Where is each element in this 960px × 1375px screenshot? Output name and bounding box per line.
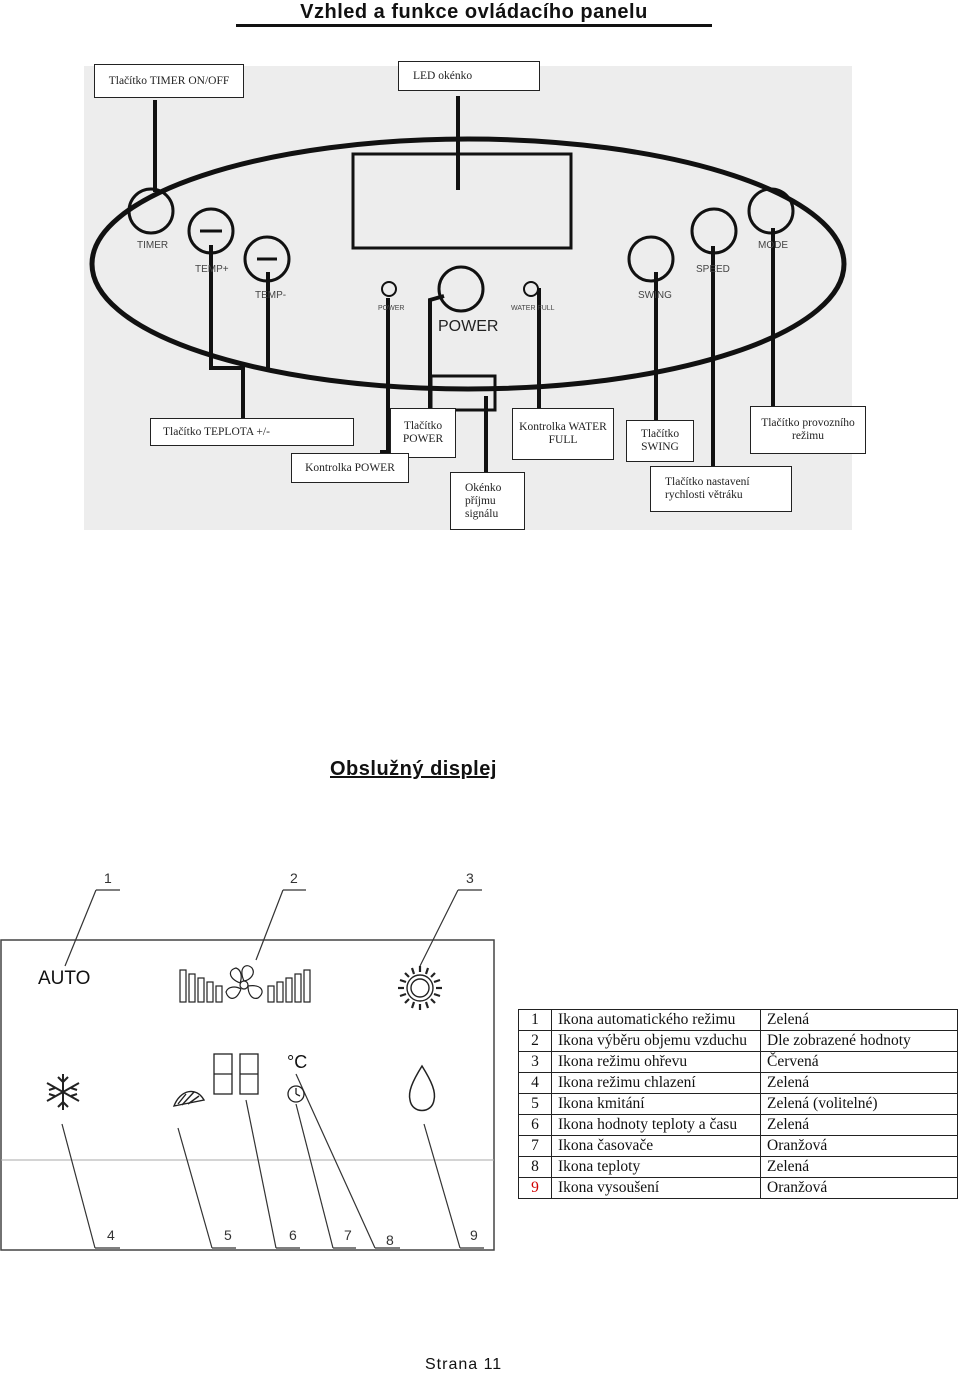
legend-icon-color: Oranžová (760, 1135, 958, 1157)
legend-number: 4 (518, 1072, 552, 1094)
power-button-shape (437, 265, 485, 313)
legend-icon-color: Dle zobrazené hodnoty (760, 1030, 958, 1052)
legend-icon-name: Ikona kmitání (551, 1093, 761, 1115)
callout-number: 4 (107, 1227, 115, 1243)
legend-row: 5 Ikona kmitání Zelená (volitelné) (518, 1093, 958, 1115)
callout-number: 2 (290, 870, 298, 886)
callout-number: 5 (224, 1227, 232, 1243)
legend-row: 2 Ikona výběru objemu vzduchu Dle zobraz… (518, 1030, 958, 1052)
page-title: Vzhled a funkce ovládacího panelu (300, 1, 648, 23)
callout-number: 1 (104, 870, 112, 886)
legend-row: 4 Ikona režimu chlazení Zelená (518, 1072, 958, 1094)
mode-button-shape (747, 187, 795, 235)
swing-button-shape (627, 235, 675, 283)
heat-mode-icon (398, 966, 442, 1010)
legend-row: 3 Ikona režimu ohřevu Červená (518, 1051, 958, 1073)
legend-icon-name: Ikona režimu chlazení (551, 1072, 761, 1094)
swing-button-callout: Tlačítko SWING (626, 420, 694, 462)
temp-buttons-callout: Tlačítko TEPLOTA +/- (150, 418, 354, 446)
power-led-shape (381, 281, 397, 297)
legend-icon-color: Zelená (760, 1114, 958, 1136)
fan-speed-icon (179, 965, 311, 1003)
callout-number: 7 (344, 1227, 352, 1243)
legend-number: 6 (518, 1114, 552, 1136)
legend-icon-color: Zelená (760, 1072, 958, 1094)
temp-minus-button-label: TEMP- (255, 290, 287, 301)
legend-row: 1 Ikona automatického režimu Zelená (518, 1009, 958, 1031)
power-button-big-label: POWER (438, 318, 499, 335)
auto-mode-text: AUTO (38, 968, 91, 989)
swing-button-label: SWING (638, 290, 672, 301)
callout-lines (153, 96, 775, 492)
legend-number: 7 (518, 1135, 552, 1157)
temp-plus-button-label: TEMP+ (195, 264, 229, 275)
legend-icon-name: Ikona teploty (551, 1156, 761, 1178)
speed-button-label: SPEED (696, 264, 730, 275)
legend-icon-name: Ikona výběru objemu vzduchu (551, 1030, 761, 1052)
timer-icon (287, 1085, 305, 1103)
title-underline (236, 24, 712, 27)
callout-number: 3 (466, 870, 474, 886)
control-panel-drawing (89, 96, 847, 492)
legend-number: 9 (518, 1177, 552, 1199)
mode-button-callout: Tlačítko provozního režimu (750, 406, 866, 454)
swing-icon (172, 1090, 206, 1107)
legend-number: 3 (518, 1051, 552, 1073)
power-light-callout: Kontrolka POWER (291, 453, 409, 483)
callout-number: 6 (289, 1227, 297, 1243)
water-full-light-callout: Kontrolka WATER FULL (512, 408, 614, 460)
legend-number: 2 (518, 1030, 552, 1052)
display-section-title: Obslužný displej (330, 758, 497, 780)
legend-icon-color: Zelená (760, 1009, 958, 1031)
legend-icon-color: Červená (760, 1051, 958, 1073)
legend-number: 1 (518, 1009, 552, 1031)
legend-icon-name: Ikona vysoušení (551, 1177, 761, 1199)
legend-row: 7 Ikona časovače Oranžová (518, 1135, 958, 1157)
legend-icon-color: Zelená (760, 1156, 958, 1178)
panel-outline (89, 136, 847, 392)
legend-icon-name: Ikona hodnoty teploty a času (551, 1114, 761, 1136)
timer-button-callout: Tlačítko TIMER ON/OFF (94, 64, 244, 98)
legend-row: 6 Ikona hodnoty teploty a času Zelená (518, 1114, 958, 1136)
legend-row: 8 Ikona teploty Zelená (518, 1156, 958, 1178)
celsius-symbol: °C (287, 1052, 308, 1072)
callout-number: 9 (470, 1227, 478, 1243)
power-button-callout: Tlačítko POWER (390, 408, 456, 458)
legend-icon-color: Zelená (volitelné) (760, 1093, 958, 1115)
legend-row: 9 Ikona vysoušení Oranžová (518, 1177, 958, 1199)
fan-speed-button-callout: Tlačítko nastavení rychlosti větráku (650, 466, 792, 512)
dehumidify-icon (408, 1064, 436, 1112)
cooling-mode-icon (46, 1074, 80, 1110)
legend-number: 5 (518, 1093, 552, 1115)
water-full-led-shape (523, 281, 539, 297)
callout-number: 8 (386, 1232, 394, 1248)
temperature-time-digits (213, 1053, 259, 1095)
legend-icon-name: Ikona režimu ohřevu (551, 1051, 761, 1073)
power-led-label: POWER (378, 305, 405, 312)
legend-number: 8 (518, 1156, 552, 1178)
display-icons-legend: 1 Ikona automatického režimu Zelená 2 Ik… (518, 1009, 958, 1199)
legend-icon-name: Ikona časovače (551, 1135, 761, 1157)
water-full-led-label: WATER FULL (511, 305, 555, 312)
timer-button-shape (127, 187, 175, 235)
page-number: Strana 11 (425, 1356, 503, 1373)
led-window-shape (351, 152, 573, 250)
timer-button-label: TIMER (137, 240, 169, 251)
display-diagram (0, 889, 495, 1251)
led-window-callout: LED okénko (398, 61, 540, 91)
legend-icon-color: Oranžová (760, 1177, 958, 1199)
signal-window-callout: Okénko příjmu signálu (450, 472, 525, 530)
mode-button-label: MODE (758, 240, 788, 251)
legend-icon-name: Ikona automatického režimu (551, 1009, 761, 1031)
